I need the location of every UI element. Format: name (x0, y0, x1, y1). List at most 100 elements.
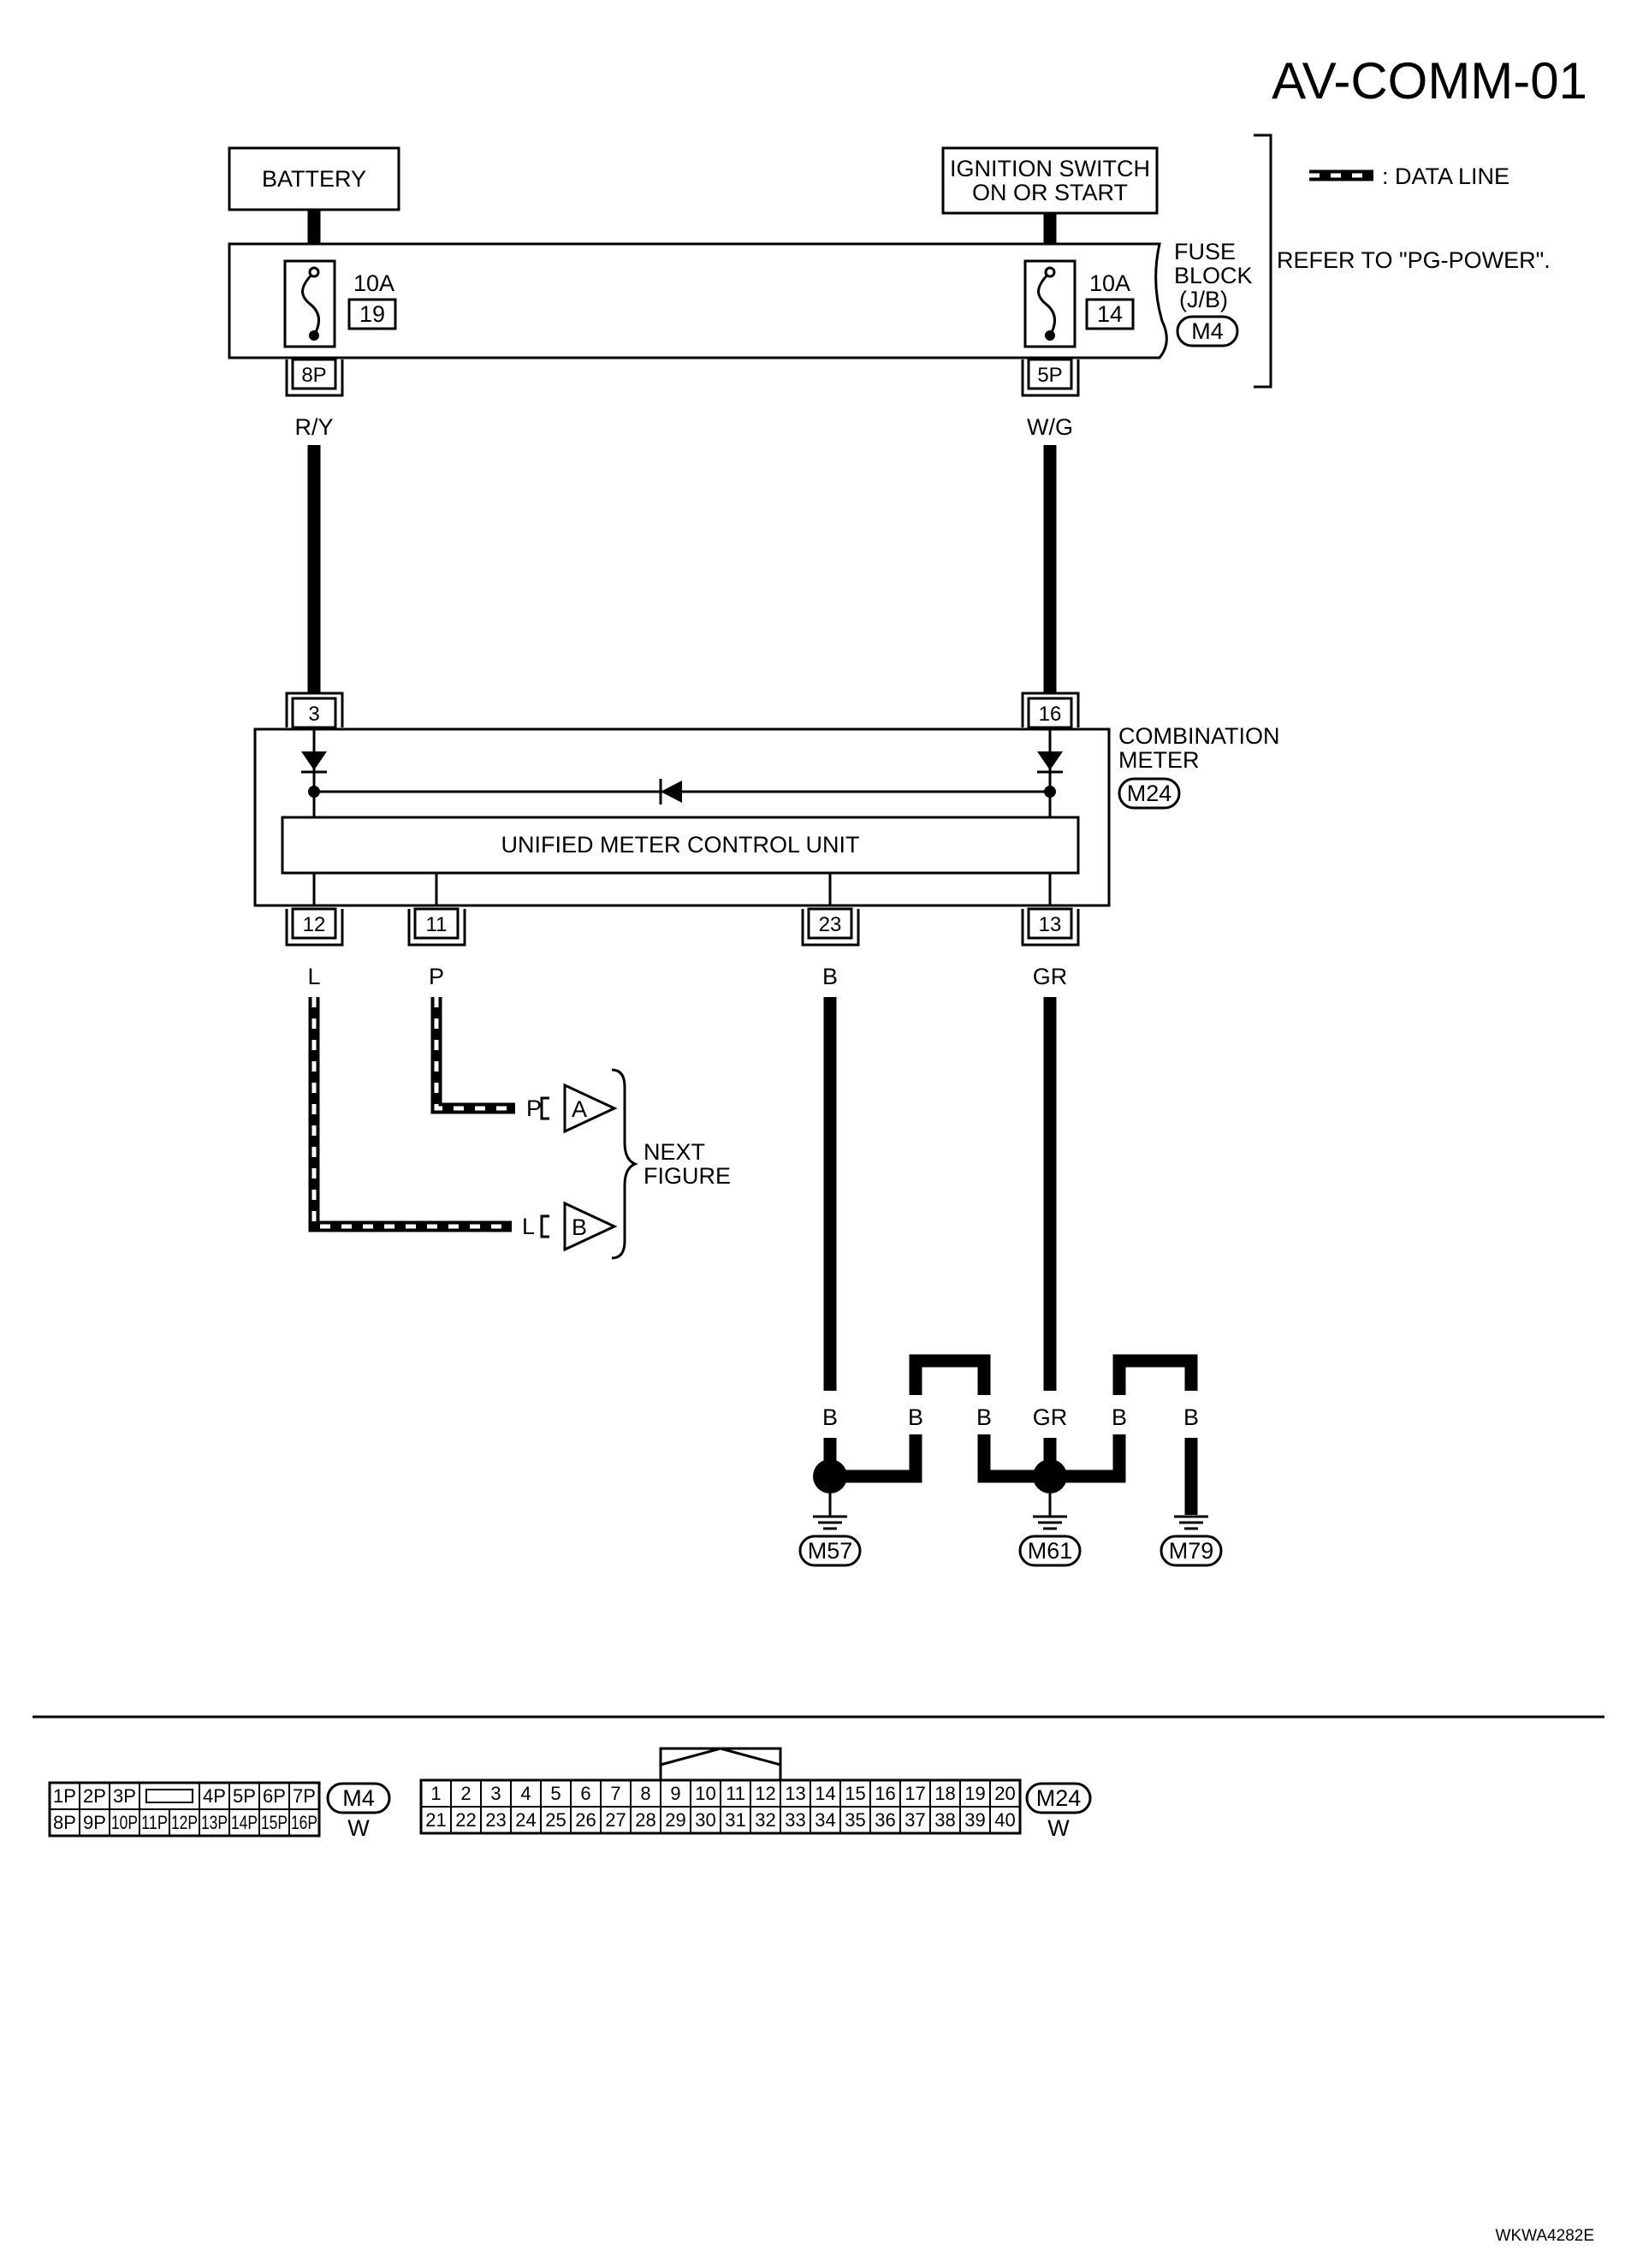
svg-text:M57: M57 (808, 1538, 853, 1564)
connector-pin-label: 3P (113, 1785, 136, 1807)
connector-pin-label: 13 (785, 1783, 805, 1804)
fuse-block: 10A 19 10A 14 FUSE BLOCK (J/B) M4 (228, 210, 1253, 359)
diode-icon (661, 781, 682, 803)
meter-connector: M24 (1127, 781, 1172, 806)
ignition-label-line2: ON OR START (972, 180, 1128, 205)
connector-pin-label: 23 (485, 1809, 506, 1831)
connector-pin-label: 25 (545, 1809, 566, 1831)
wire-color-l: L (307, 964, 320, 989)
connector-pin-label: 37 (905, 1809, 925, 1831)
connector-m24-id: M24 (1036, 1785, 1082, 1811)
connector-m24-color: W (1047, 1815, 1070, 1841)
ignition-label-line1: IGNITION SWITCH (950, 156, 1150, 181)
next-figure-label-2: FIGURE (644, 1163, 731, 1189)
connector-pin-label: 3 (490, 1783, 501, 1804)
connector-pin-label: 1 (430, 1783, 441, 1804)
data-line-l (308, 997, 512, 1232)
connector-pin-label: 6P (263, 1785, 286, 1807)
svg-text:8P: 8P (301, 364, 326, 387)
svg-text:M79: M79 (1169, 1538, 1214, 1564)
svg-text:5P: 5P (1037, 364, 1062, 387)
connector-pin-label: 27 (605, 1809, 626, 1831)
connector-m24-lock (659, 1747, 782, 1780)
connector-m4-color: W (347, 1815, 370, 1841)
fuse-14-amp: 10A (1089, 270, 1130, 296)
connector-pin-label: 40 (994, 1809, 1015, 1831)
connector-pin-label: 4P (203, 1785, 226, 1807)
connector-pin-label: 21 (425, 1809, 446, 1831)
connector-pin-label: 15P (261, 1812, 288, 1833)
next-figure-label-1: NEXT (644, 1139, 705, 1165)
connector-pin-label: 11P (141, 1812, 168, 1833)
connector-pin-label: 1P (53, 1785, 76, 1807)
connector-pin-label: 28 (635, 1809, 655, 1831)
connector-pin-label: 29 (665, 1809, 685, 1831)
data-line-legend: : DATA LINE (1309, 163, 1509, 189)
pin-5p: 5P (1021, 358, 1080, 397)
connector-pin-label: 18 (934, 1783, 955, 1804)
ground-icon (1033, 1493, 1067, 1530)
combination-meter: UNIFIED METER CONTROL UNIT (253, 727, 1111, 907)
ground-wire-label: B (822, 1404, 838, 1430)
pin-12: 12 (285, 907, 344, 947)
pin-11: 11 (407, 907, 466, 947)
svg-text:M61: M61 (1028, 1538, 1073, 1564)
ground-m57: M57 (798, 1535, 862, 1567)
connector-pin-label: 12 (755, 1783, 775, 1804)
wire-color-w-g: W/G (1027, 414, 1073, 440)
connector-pin-label: 34 (815, 1809, 835, 1831)
fuse-14-number: 14 (1097, 301, 1123, 327)
svg-text:11: 11 (426, 913, 448, 936)
connector-pin-label: 9P (83, 1812, 106, 1833)
connector-pin-label: 20 (994, 1783, 1015, 1804)
connector-pin-label: 2 (460, 1783, 471, 1804)
connector-pin-label: 2P (83, 1785, 106, 1807)
connector-pin-label: 10 (695, 1783, 715, 1804)
svg-text:A: A (572, 1096, 587, 1122)
pin-8p: 8P (285, 358, 344, 397)
ground-wire-label: B (1183, 1404, 1199, 1430)
battery-label: BATTERY (262, 166, 366, 192)
wire-color-r-y: R/Y (294, 414, 333, 440)
connector-pin-label: 17 (905, 1783, 925, 1804)
connector-pin-label: 8P (53, 1812, 76, 1833)
ground-wire-label: B (976, 1404, 992, 1430)
ground-wiring (813, 997, 1215, 1515)
svg-text:16: 16 (1039, 703, 1062, 726)
connector-pin-label: 14 (815, 1783, 835, 1804)
diagram-title: AV-COMM-01 (1272, 52, 1587, 110)
connector-pin-label: 38 (934, 1809, 955, 1831)
diode-icon (1037, 751, 1063, 770)
connector-pin-label: 36 (875, 1809, 895, 1831)
fuse-block-label-1: FUSE (1174, 239, 1236, 264)
ground-icon (813, 1493, 847, 1530)
wire-color-gr: GR (1033, 964, 1068, 989)
connector-m4-id: M4 (342, 1785, 375, 1811)
svg-text:B: B (572, 1214, 587, 1240)
svg-text:12: 12 (303, 913, 326, 936)
connector-pin-label: 24 (515, 1809, 536, 1831)
ground-wire-label: B (908, 1404, 923, 1430)
legend-data-line-text: : DATA LINE (1382, 163, 1509, 189)
ground-m79: M79 (1160, 1535, 1223, 1567)
fuse-19-number: 19 (359, 301, 385, 327)
connector-pin-label: 15 (845, 1783, 865, 1804)
connector-pin-label: 8 (640, 1783, 650, 1804)
unified-meter-control-unit (281, 816, 1080, 875)
connector-pin-label: 19 (964, 1783, 985, 1804)
svg-text:23: 23 (819, 913, 842, 936)
connector-pin-label: 16P (291, 1812, 317, 1833)
refer-note: REFER TO "PG-POWER". (1277, 247, 1551, 273)
fuse-19-amp: 10A (353, 270, 394, 296)
unified-meter-label: UNIFIED METER CONTROL UNIT (501, 832, 859, 858)
arrow-a-wire: P (526, 1095, 542, 1121)
connector-pin-label: 12P (171, 1812, 198, 1833)
connector-pin-label: 33 (785, 1809, 805, 1831)
connector-pin-label: 13P (201, 1812, 228, 1833)
connector-pin-label: 16 (875, 1783, 895, 1804)
ground-icon (1174, 1515, 1208, 1530)
connector-pin-label: 39 (964, 1809, 985, 1831)
connector-pin-label: 7P (293, 1785, 316, 1807)
document-code: WKWA4282E (1496, 2227, 1594, 2245)
